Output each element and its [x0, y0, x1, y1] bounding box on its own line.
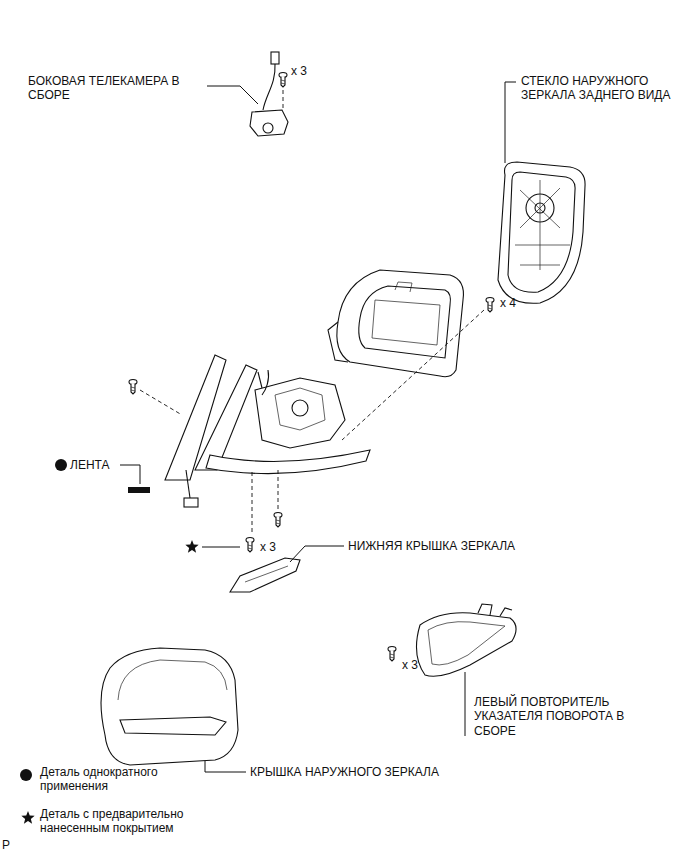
screw-symbol	[129, 380, 137, 395]
mirror-base-arm	[206, 450, 370, 474]
part-name: СТЕКЛО НАРУЖНОГО ЗЕРКАЛА ЗАДНЕГО ВИДА	[521, 74, 671, 103]
leader-line	[205, 761, 246, 772]
screw-symbol	[486, 298, 494, 313]
actuator-detail	[275, 388, 325, 430]
precoated-mark	[185, 540, 198, 553]
camera-lens	[263, 123, 273, 133]
lower-cover-detail	[245, 566, 288, 582]
dashed-line	[342, 310, 484, 440]
leader-line	[290, 546, 344, 562]
figure-code: P	[2, 838, 10, 852]
mirror-cover-lens	[120, 717, 226, 735]
leader-line	[505, 82, 516, 163]
part-name: КРЫШКА НАРУЖНОГО ЗЕРКАЛА	[250, 765, 439, 779]
screw-symbol	[388, 647, 396, 662]
mirror-glass	[498, 162, 585, 303]
mirror-cover	[101, 648, 238, 765]
mirror-glass-inner	[508, 172, 575, 292]
camera-connector	[271, 52, 279, 64]
single-use-mark	[55, 459, 67, 471]
housing-detail	[372, 282, 440, 345]
screw-symbol	[279, 73, 287, 88]
tape	[128, 487, 150, 493]
precoated-mark	[21, 811, 34, 824]
housing-opening	[359, 286, 451, 358]
screw-symbol	[274, 513, 282, 528]
camera-cable	[263, 64, 275, 110]
leader-line	[465, 672, 466, 736]
quantity-label: x 3	[260, 540, 276, 554]
quantity-label: x 3	[291, 64, 307, 78]
quantity-label: x 3	[402, 658, 418, 672]
legend-text: Деталь однократного применения	[40, 765, 190, 794]
part-name: БОКОВАЯ ТЕЛЕКАМЕРА В СБОРЕ	[28, 74, 204, 103]
actuator-pivot	[292, 400, 308, 416]
part-name: ЛЕНТА	[70, 458, 109, 472]
leader-line	[202, 547, 240, 548]
turn-signal-tab	[478, 604, 512, 616]
mirror-cover-edge	[118, 660, 227, 700]
turn-signal	[416, 613, 516, 677]
mirror-bracket	[195, 365, 257, 470]
connector	[184, 498, 198, 507]
part-name: НИЖНЯЯ КРЫШКА ЗЕРКАЛА	[348, 539, 515, 553]
mirror-actuator	[255, 378, 345, 448]
leader-line	[207, 86, 258, 104]
leader-line	[120, 465, 140, 484]
wire	[186, 470, 190, 498]
single-use-mark	[20, 769, 32, 781]
dashed-line	[283, 90, 284, 110]
dashed-line	[278, 470, 279, 512]
actuator-wire	[258, 370, 269, 395]
side-camera	[250, 110, 288, 136]
legend-text: Деталь с предварительно нанесенным покры…	[40, 807, 200, 836]
dashed-line	[140, 390, 182, 415]
quantity-label: x 4	[500, 296, 516, 310]
lower-cover	[230, 558, 300, 592]
screw-symbol	[246, 538, 254, 553]
dashed-line	[252, 472, 253, 534]
part-name: ЛЕВЫЙ ПОВТОРИТЕЛЬ УКАЗАТЕЛЯ ПОВОРОТА В С…	[474, 695, 634, 738]
housing-flange	[328, 322, 348, 362]
mirror-housing	[337, 270, 464, 377]
glass-ribs	[515, 180, 570, 270]
turn-signal-lens	[428, 622, 505, 665]
